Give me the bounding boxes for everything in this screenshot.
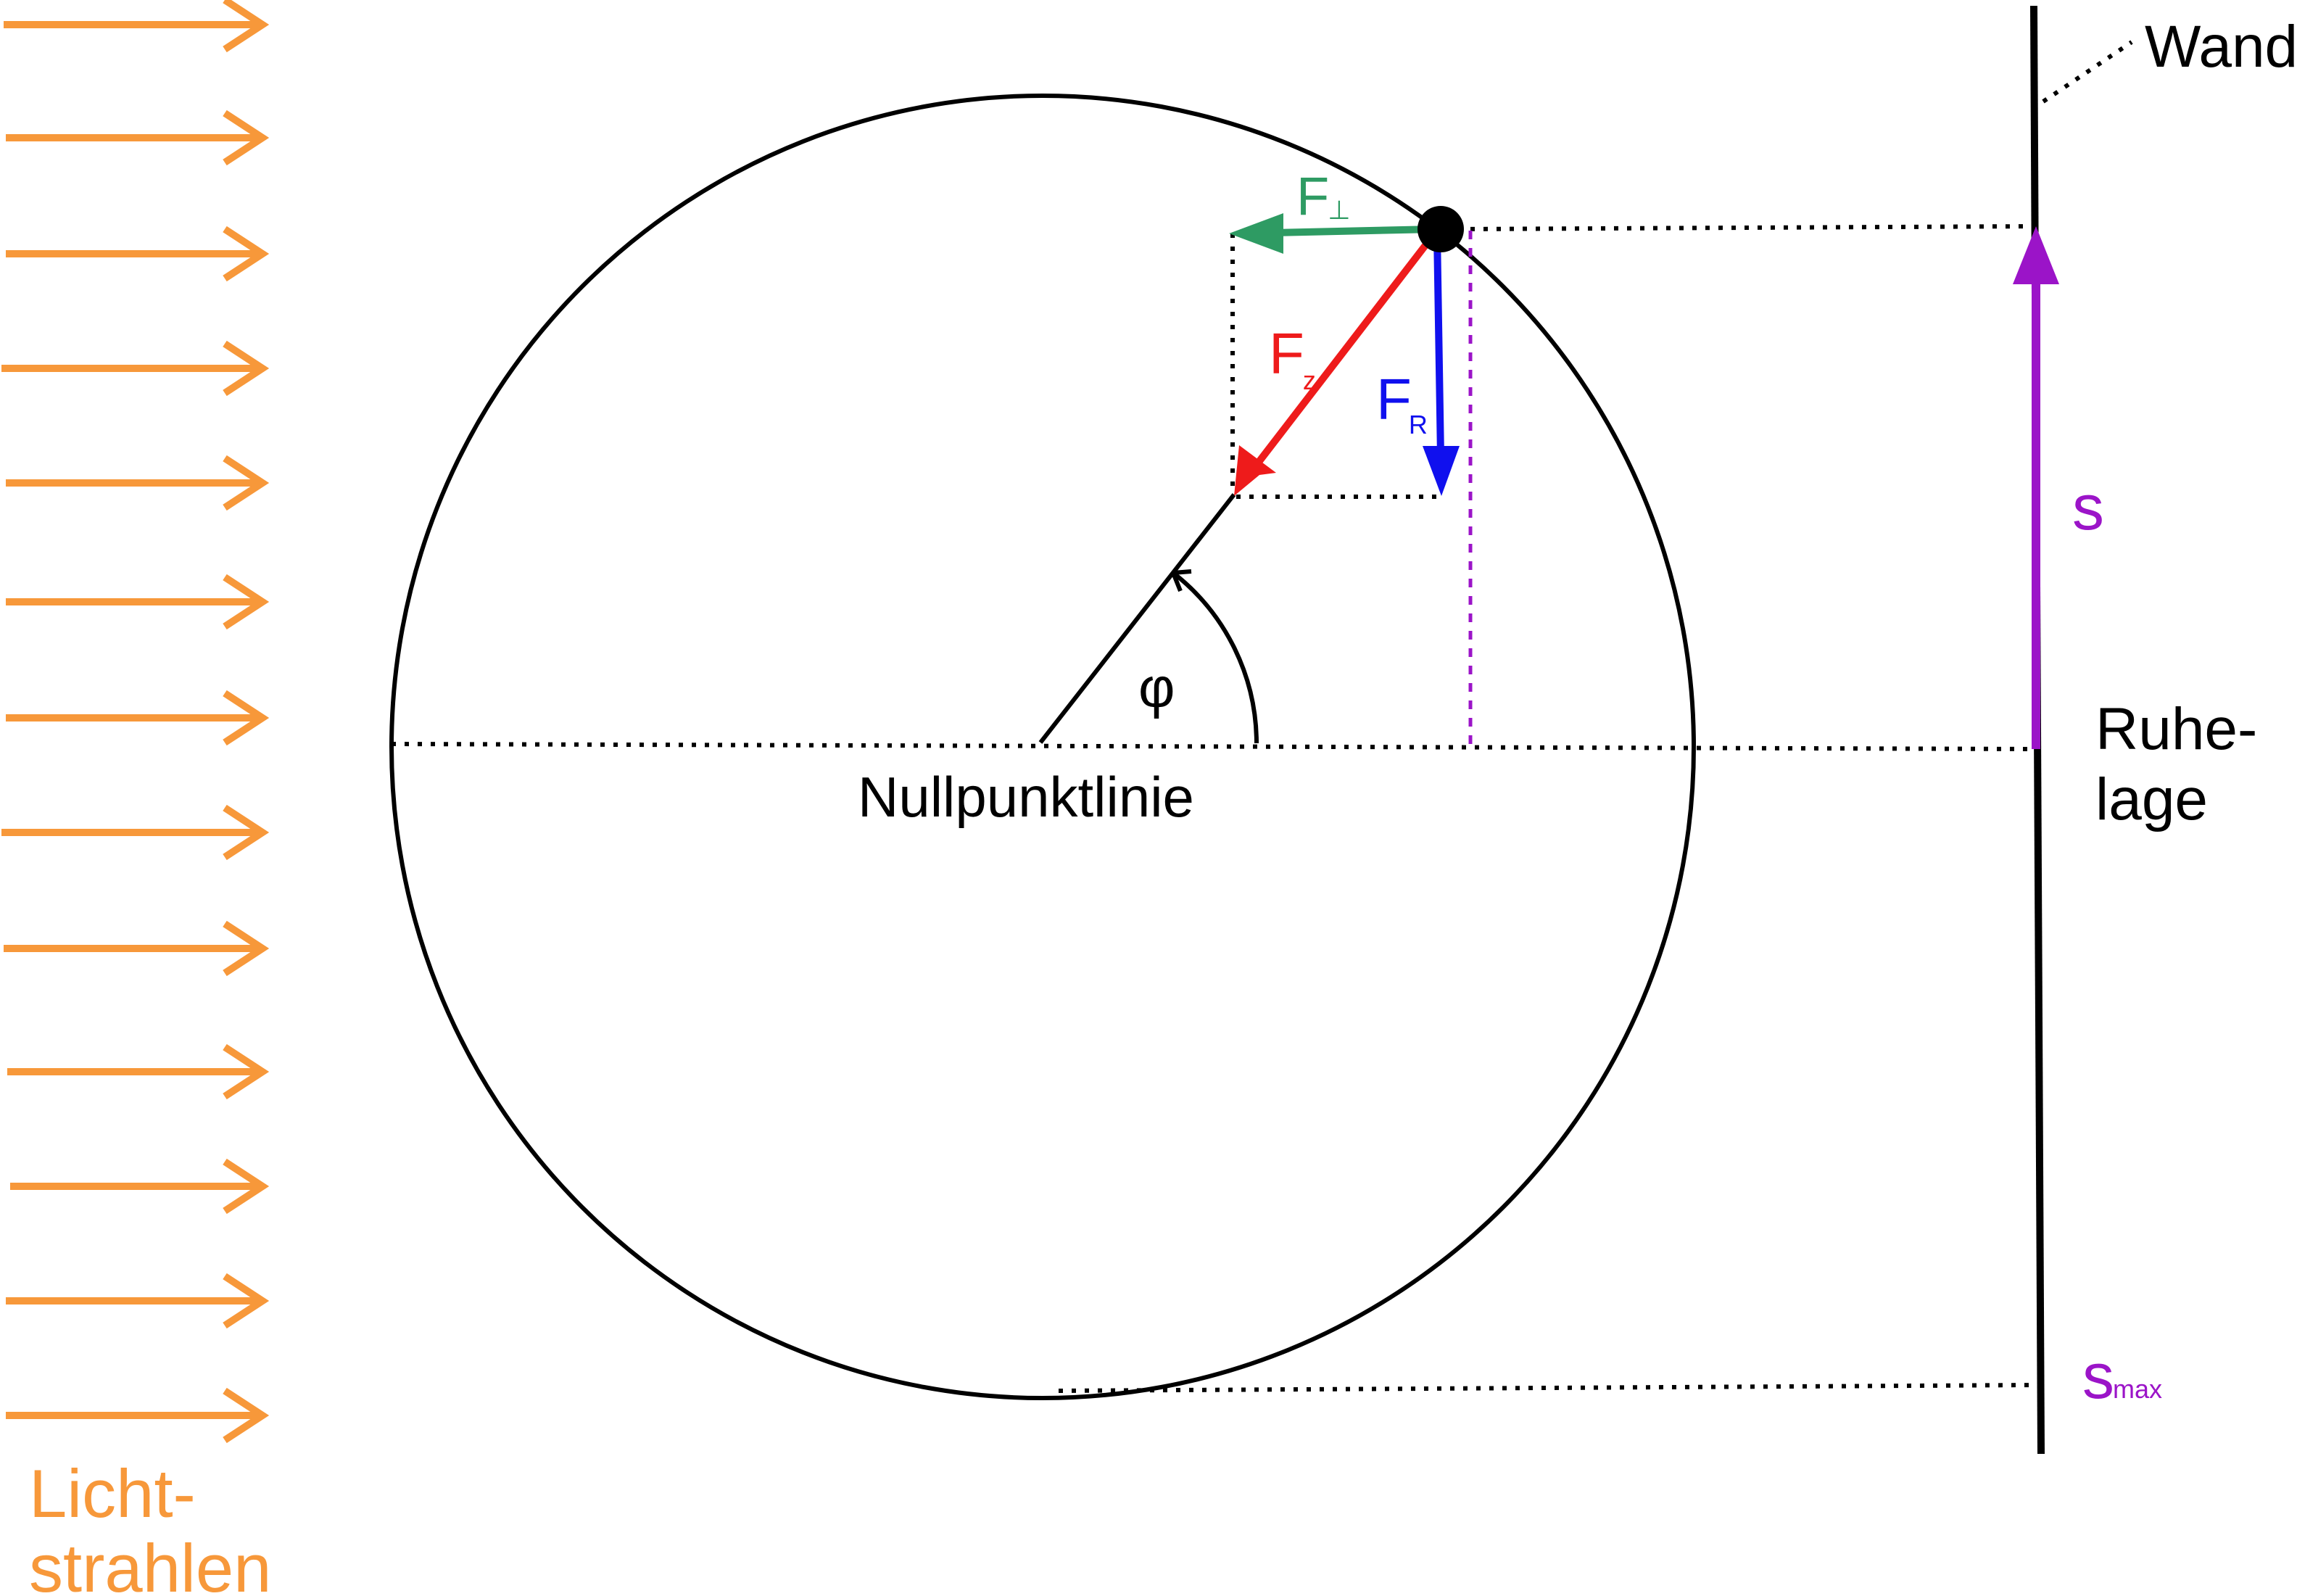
pendulum-ball [1417,206,1464,252]
rest-position-label-line1: Ruhe- [2095,696,2257,762]
light-ray-arrow-head [223,1387,270,1444]
light-ray-arrow-head [223,1273,270,1329]
force-r-label-sub: R [1409,410,1428,439]
zero-line [391,742,2038,751]
light-ray-arrow-head [223,226,270,282]
force-z-label-sub: z [1303,365,1316,395]
force-z-label: Fz [1269,321,1316,395]
light-rays-label-line2: strahlen [29,1530,271,1596]
force-z-arrow-head [1234,445,1276,496]
wall-label: Wand [2145,14,2297,80]
light-rays-label-line1: Licht- [29,1455,196,1531]
force-perp-label: F⊥ [1296,166,1351,226]
light-ray-arrow-head [223,804,270,861]
displacement-label: s [2072,471,2104,543]
zero-line-label: Nullpunktlinie [858,765,1194,829]
force-z-arrow [1251,229,1439,471]
displacement-arrow-head [2013,226,2059,284]
s-max-label-sub: max [2113,1374,2162,1404]
force-perp-label-sub: ⊥ [1328,195,1350,225]
light-ray-arrow-head [223,340,270,397]
force-r-label-main: F [1376,367,1412,431]
light-ray-arrow-head [223,1043,270,1100]
light-ray-arrow-head [223,0,270,53]
angle-arc [1172,571,1259,744]
light-ray-arrow-head [223,109,270,166]
force-r-arrow [1433,233,1444,458]
force-perp-arrow [1272,226,1436,236]
light-rays [1,0,270,1444]
s-max-label-main: s [2082,1340,2114,1412]
force-r-label: FR [1376,367,1428,439]
force-r-arrow-head [1423,446,1460,496]
angle-label: φ [1138,656,1175,719]
bottom-projection-line [1058,1383,2038,1393]
s-max-label: smax [2082,1340,2162,1412]
light-ray-arrow-head [223,455,270,511]
light-ray-arrow-head [223,690,270,746]
radius-line [1038,493,1236,744]
force-z-label-main: F [1269,321,1304,386]
top-projection-line [1457,224,2038,231]
light-ray-arrow-head [223,920,270,977]
wall-leader-line [2042,40,2133,104]
force-perp-label-main: F [1296,166,1329,226]
angle-arrow-head [1171,569,1192,592]
light-ray-arrow-head [223,1158,270,1215]
force-perp-arrow-head [1229,213,1283,254]
rest-position-label-line2: lage [2095,766,2208,832]
light-ray-arrow-head [223,574,270,630]
trajectory-circle [389,94,1696,1400]
